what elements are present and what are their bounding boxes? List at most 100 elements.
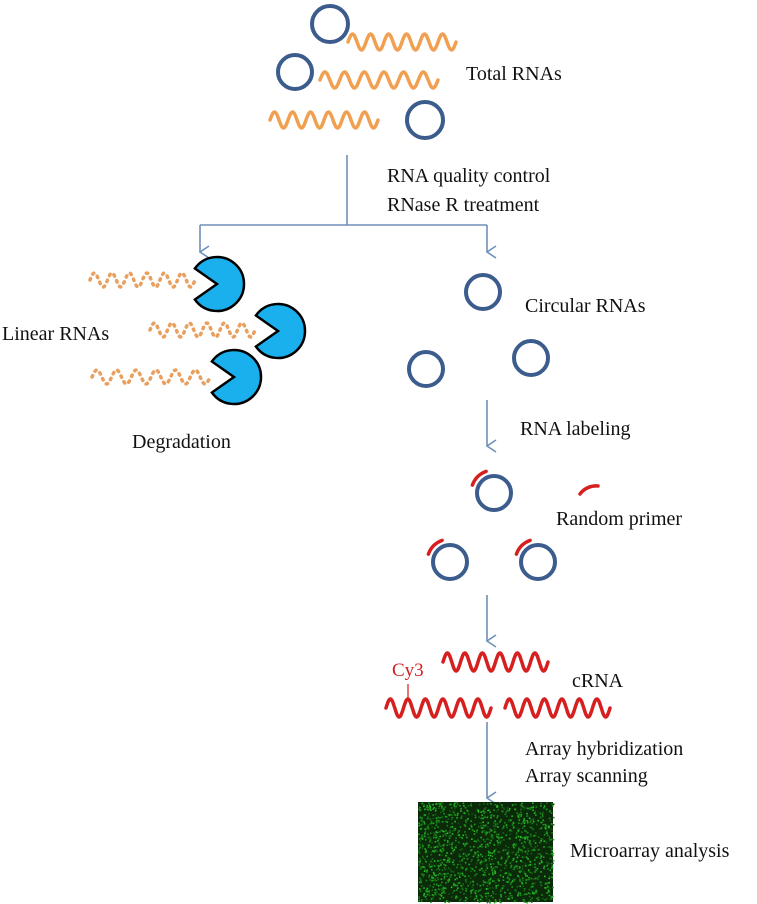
array-spot <box>481 896 483 899</box>
array-spot <box>506 826 508 829</box>
array-spot <box>533 847 536 849</box>
array-spot <box>423 874 425 876</box>
array-spot <box>421 885 423 887</box>
array-spot <box>535 890 538 893</box>
array-spot <box>485 831 488 833</box>
array-spot <box>531 807 534 810</box>
array-spot <box>477 854 480 857</box>
array-spot <box>459 855 461 858</box>
array-spot <box>535 867 537 869</box>
array-spot <box>482 830 484 833</box>
array-spot <box>452 871 455 873</box>
array-spot <box>465 896 467 899</box>
array-spot <box>522 885 525 887</box>
array-spot <box>462 883 464 885</box>
array-spot <box>484 892 487 895</box>
array-spot <box>526 831 529 834</box>
array-spot <box>428 876 430 878</box>
array-spot <box>516 885 519 888</box>
array-spot <box>447 867 450 869</box>
array-spot <box>482 870 484 872</box>
array-spot <box>442 830 444 833</box>
circular-rna-icon <box>464 273 502 311</box>
array-spot <box>501 804 503 806</box>
array-spot <box>485 846 487 848</box>
array-spot <box>486 897 488 900</box>
array-spot <box>525 856 528 859</box>
array-spot <box>451 870 453 873</box>
array-spot <box>453 890 456 892</box>
array-spot <box>438 807 440 809</box>
array-spot <box>548 826 550 829</box>
array-spot <box>525 836 528 838</box>
array-spot <box>540 860 543 862</box>
array-spot <box>533 812 536 814</box>
total-rnas-group <box>268 4 458 140</box>
array-spot <box>511 815 513 817</box>
array-spot <box>432 871 435 874</box>
array-spot <box>500 895 502 898</box>
array-spot <box>519 839 521 841</box>
rnase-r-enzyme-icon <box>193 255 246 313</box>
array-spot <box>443 873 446 875</box>
array-spot <box>544 887 546 889</box>
array-spot <box>493 849 496 852</box>
array-spot <box>523 822 526 824</box>
array-spot <box>482 881 485 884</box>
array-spot <box>486 816 489 819</box>
array-spot <box>493 809 495 811</box>
array-spot <box>434 827 436 829</box>
array-spot <box>485 843 487 846</box>
array-spot <box>537 819 539 822</box>
array-spot <box>421 817 423 819</box>
array-spot <box>468 853 471 855</box>
array-spot <box>515 860 518 863</box>
array-spot <box>516 856 519 859</box>
array-spot <box>463 893 465 895</box>
array-spot <box>485 833 487 836</box>
array-spot <box>525 865 527 867</box>
array-spot <box>474 851 476 854</box>
array-spot <box>431 869 433 871</box>
array-spot <box>517 850 519 853</box>
array-spot <box>418 896 420 898</box>
array-spot <box>488 873 490 876</box>
array-spot <box>489 887 491 889</box>
array-spot <box>479 898 482 901</box>
array-spot <box>509 838 511 840</box>
crna-group <box>384 651 612 719</box>
array-spot <box>542 811 544 814</box>
array-spot <box>550 812 553 814</box>
array-spot <box>454 897 457 899</box>
array-spot <box>458 876 461 878</box>
array-spot <box>500 857 503 860</box>
array-spot <box>452 851 455 853</box>
array-spot <box>442 886 444 888</box>
array-spot <box>523 808 525 810</box>
array-spot <box>444 843 446 845</box>
array-spot <box>493 831 496 834</box>
array-spot <box>521 851 524 853</box>
array-spot <box>514 899 517 902</box>
array-spot <box>550 857 552 860</box>
array-spot <box>521 868 524 870</box>
array-spot <box>515 837 517 839</box>
array-spot <box>506 809 509 812</box>
array-spot <box>434 865 436 867</box>
array-spot <box>507 898 509 900</box>
array-spot <box>525 893 528 895</box>
array-spot <box>428 885 431 887</box>
array-spot <box>432 886 435 888</box>
array-spot <box>438 843 441 846</box>
cy3-label: Cy3 <box>392 660 424 681</box>
array-spot <box>426 855 428 858</box>
array-spot <box>456 802 458 804</box>
array-spot <box>532 809 534 812</box>
array-spot <box>547 868 549 870</box>
array-spot <box>537 896 540 899</box>
array-spot <box>425 898 428 901</box>
array-spot <box>437 885 440 887</box>
array-spot <box>546 861 548 864</box>
array-spot <box>482 821 484 823</box>
array-spot <box>504 872 506 875</box>
